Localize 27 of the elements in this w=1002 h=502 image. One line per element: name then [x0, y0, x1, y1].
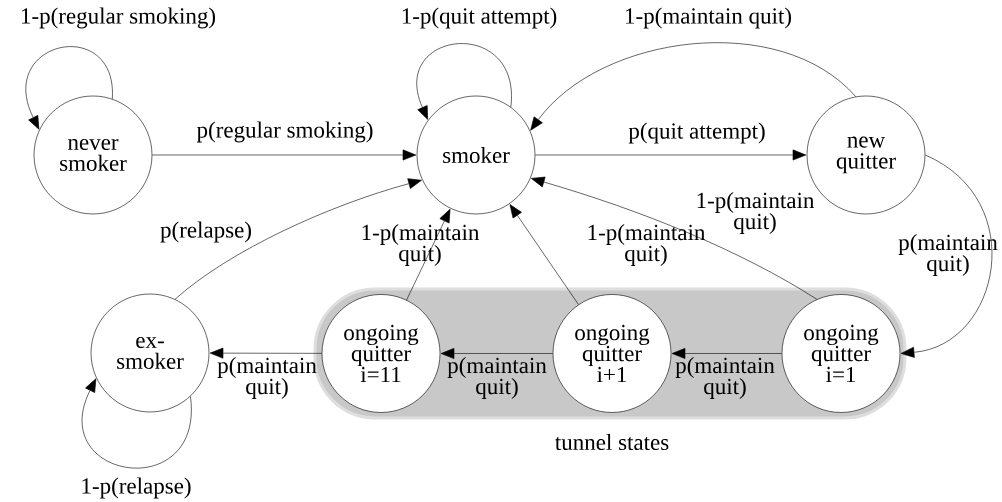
arrow	[174, 178, 422, 300]
edge-label: 1-p(regular smoking)	[22, 7, 216, 29]
edge-label: p(relapse)	[160, 221, 251, 243]
arrow	[535, 149, 807, 161]
arrow	[209, 347, 322, 359]
node-label: tunnel states	[555, 433, 669, 451]
arrow	[406, 208, 451, 301]
arrow	[900, 154, 992, 358]
arrow	[152, 149, 417, 161]
arrow	[671, 348, 782, 359]
edge-label: p(regular smoking)	[196, 121, 373, 143]
edge-label: p(maintain quit)	[217, 357, 317, 399]
edge-label: 1-p(relapse)	[82, 477, 191, 499]
arrow	[82, 378, 191, 468]
arrow	[530, 42, 856, 131]
edge-label: p(maintain quit)	[447, 357, 547, 399]
edge-label: 1-p(quit attempt)	[402, 7, 557, 29]
arrow	[531, 176, 818, 300]
edge-label: 1-p(maintain quit)	[362, 224, 480, 266]
edge-label: p(maintain quit)	[898, 234, 998, 276]
arrow	[440, 348, 553, 359]
edge-label: p(quit attempt)	[628, 122, 765, 144]
arrow	[416, 43, 512, 120]
edge-label: p(maintain quit)	[675, 357, 775, 399]
edge-label: 1-p(maintain quit)	[626, 7, 791, 29]
arrow	[25, 46, 113, 130]
arrow	[509, 204, 579, 305]
